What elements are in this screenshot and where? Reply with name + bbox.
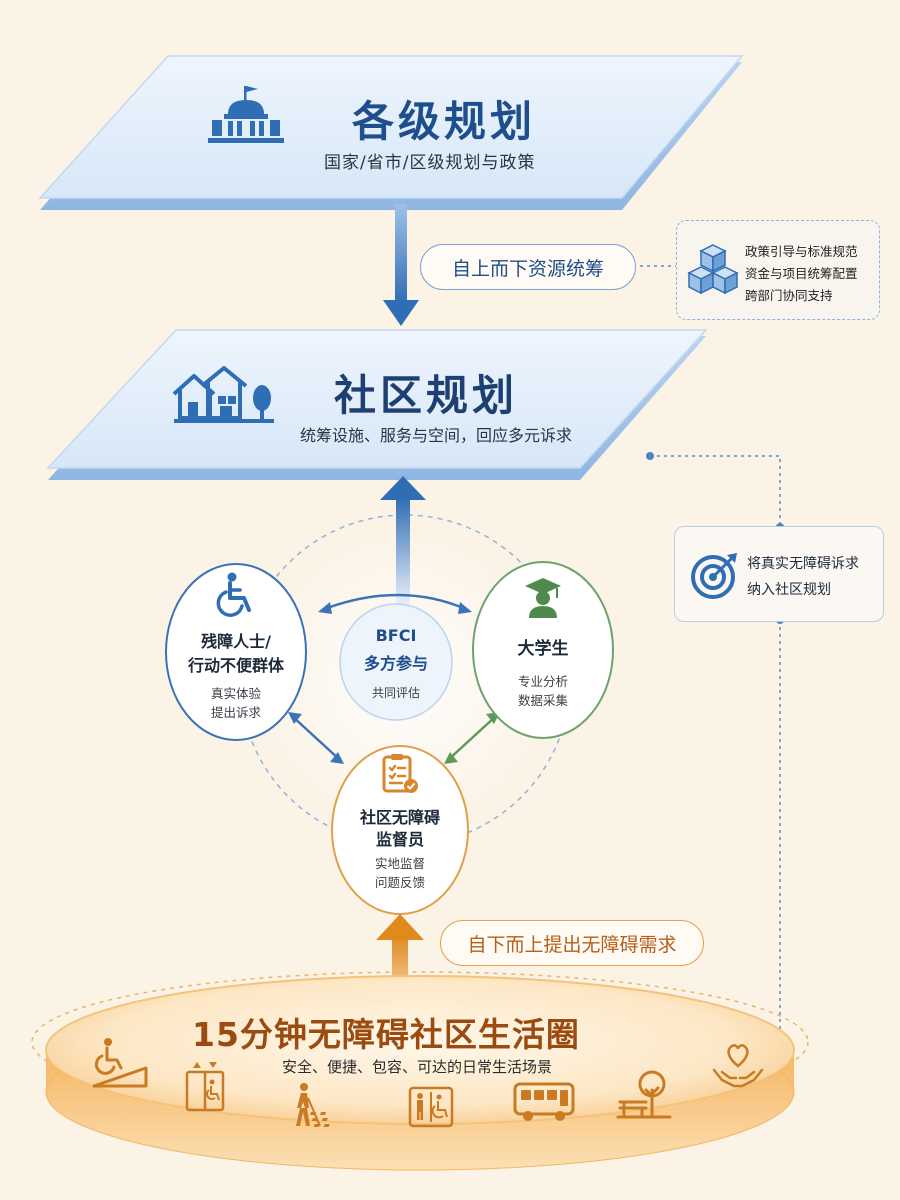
- checklist-icon: [380, 752, 420, 796]
- disabled-sub-line-2: 提出诉求: [210, 705, 261, 720]
- supervisor-sub-line-2: 问题反馈: [374, 875, 425, 890]
- center-sub: 共同评估: [371, 686, 420, 700]
- supervisor-title-line-2: 监督员: [375, 830, 424, 849]
- node-center-circle: [339, 603, 453, 721]
- feedback-line-2: 纳入社区规划: [747, 582, 831, 598]
- base-platform-subtitle: 安全、便捷、包容、可达的日常生活场景: [282, 1058, 553, 1076]
- ramp-wheelchair-icon: [90, 1036, 150, 1090]
- houses-icon: [172, 366, 276, 424]
- down-note-1: 政策引导与标准规范: [745, 244, 858, 259]
- care-hands-icon: [710, 1040, 766, 1096]
- graduate-icon: [523, 576, 563, 620]
- target-icon: [689, 551, 739, 601]
- node-disabled: 残障人士/ 行动不便群体 真实体验 提出诉求: [166, 564, 306, 740]
- cubes-icon: [687, 243, 739, 297]
- up-flow-pill: 自下而上提出无障碍需求: [440, 920, 704, 966]
- down-note-2: 资金与项目统筹配置: [745, 266, 858, 281]
- accessible-restroom-icon: [408, 1086, 454, 1128]
- top-plane-subtitle: 国家/省市/区级规划与政策: [324, 153, 536, 173]
- node-supervisor: 社区无障碍 监督员 实地监督 问题反馈: [332, 746, 468, 914]
- disabled-sub-line-1: 真实体验: [210, 686, 261, 701]
- students-sub-line-1: 专业分析: [517, 674, 568, 689]
- down-note-3: 跨部门协同支持: [745, 288, 833, 303]
- node-link-left: [288, 712, 344, 764]
- community-plane-title: 社区规划: [334, 371, 519, 420]
- down-flow-label: 自上而下资源统筹: [451, 257, 604, 280]
- community-plane-subtitle: 统筹设施、服务与空间，回应多元诉求: [300, 426, 573, 445]
- community-plane: [46, 329, 708, 480]
- wheelchair-icon: [216, 572, 256, 618]
- top-plane-title: 各级规划: [352, 97, 537, 146]
- disabled-title-line-2: 行动不便群体: [187, 656, 284, 675]
- node-students: 大学生 专业分析 数据采集: [473, 562, 613, 738]
- base-platform-title: 15分钟无障碍社区生活圈: [192, 1015, 580, 1054]
- feedback-line-1: 将真实无障碍诉求: [747, 556, 859, 572]
- node-students-circle: [472, 561, 614, 739]
- students-sub-line-2: 数据采集: [517, 693, 568, 708]
- top-plane: [38, 55, 744, 210]
- down-flow-pill: 自上而下资源统筹: [420, 244, 636, 290]
- down-notes-box: 政策引导与标准规范 资金与项目统筹配置 跨部门协同支持: [676, 220, 880, 320]
- feedback-connector: [650, 455, 781, 1069]
- up-arrow-blue: [380, 476, 426, 610]
- disabled-title-line-1: 残障人士/: [201, 632, 271, 651]
- park-bench-icon: [616, 1064, 672, 1120]
- students-title: 大学生: [517, 639, 569, 659]
- feedback-dot-top: [646, 452, 654, 460]
- feedback-box: 将真实无障碍诉求 纳入社区规划: [674, 526, 884, 622]
- blind-walker-icon: [290, 1082, 348, 1130]
- down-arrow: [383, 204, 419, 326]
- supervisor-sub-line-1: 实地监督: [374, 856, 425, 871]
- center-title-line-1: BFCI: [375, 626, 417, 645]
- center-title-line-2: 多方参与: [363, 654, 428, 673]
- government-building-icon: [206, 84, 288, 150]
- node-center: BFCI 多方参与 共同评估: [340, 604, 452, 720]
- supervisor-title-line-1: 社区无障碍: [359, 808, 440, 827]
- up-flow-label: 自下而上提出无障碍需求: [467, 933, 677, 956]
- node-link-top: [318, 593, 472, 614]
- accessible-elevator-icon: [184, 1060, 226, 1112]
- bus-icon: [512, 1080, 576, 1124]
- node-disabled-circle: [165, 563, 307, 741]
